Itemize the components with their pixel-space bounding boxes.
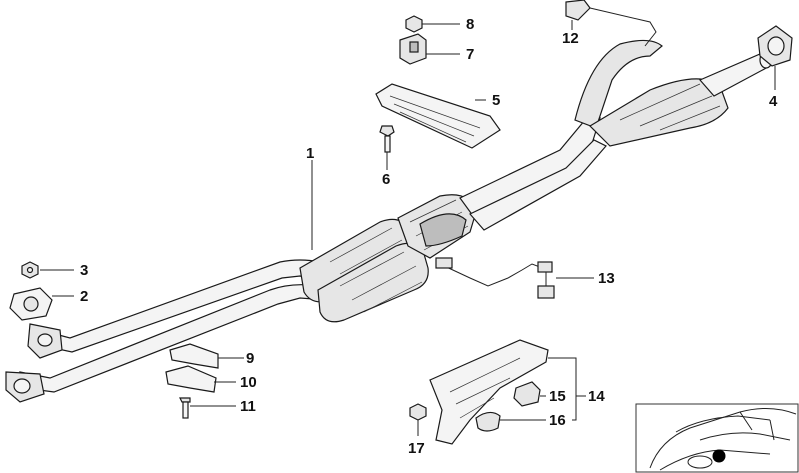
- callout-17: 17: [408, 440, 425, 457]
- vehicle-location-thumbnail: [635, 403, 799, 473]
- holder-part-14: [429, 339, 549, 445]
- rubber-mount-part-15: [513, 381, 541, 407]
- clip-part-16: [475, 411, 501, 432]
- callout-4: 4: [769, 93, 778, 110]
- callout-6: 6: [382, 171, 390, 188]
- callout-15: 15: [549, 388, 566, 405]
- exhaust-pipe-assembly: [5, 39, 773, 403]
- bolt-part-11: [179, 397, 191, 403]
- nut-part-17: [409, 403, 427, 421]
- callout-7: 7: [466, 46, 474, 63]
- rear-pipe-upper: [574, 39, 663, 129]
- callout-12: 12: [562, 30, 579, 47]
- callout-1: 1: [306, 145, 314, 162]
- callout-14: 14: [588, 388, 605, 405]
- hanger-part-12: [565, 0, 591, 21]
- callout-9: 9: [246, 350, 254, 367]
- callout-11: 11: [240, 398, 256, 415]
- nut-part-8: [405, 15, 423, 33]
- leader-lines: [40, 20, 776, 436]
- heat-shield-part-5: [375, 83, 501, 149]
- callout-3: 3: [80, 262, 88, 279]
- callout-2: 2: [80, 288, 88, 305]
- callout-5: 5: [492, 92, 500, 109]
- dot-icon: [712, 449, 726, 463]
- oxygen-sensor-part-13: [435, 257, 555, 299]
- bracket-part-9: [169, 343, 219, 369]
- bolt-part-6: [379, 125, 395, 137]
- rear-silencer: [589, 78, 729, 147]
- callout-10: 10: [240, 374, 257, 391]
- callout-16: 16: [549, 412, 566, 429]
- callout-labels: 1 2 3 4 5 6 7 8 9 10 11 12 13 14 15 16 1…: [80, 16, 778, 457]
- callout-8: 8: [466, 16, 474, 33]
- bracket-part-10: [165, 365, 217, 393]
- callout-13: 13: [598, 270, 615, 287]
